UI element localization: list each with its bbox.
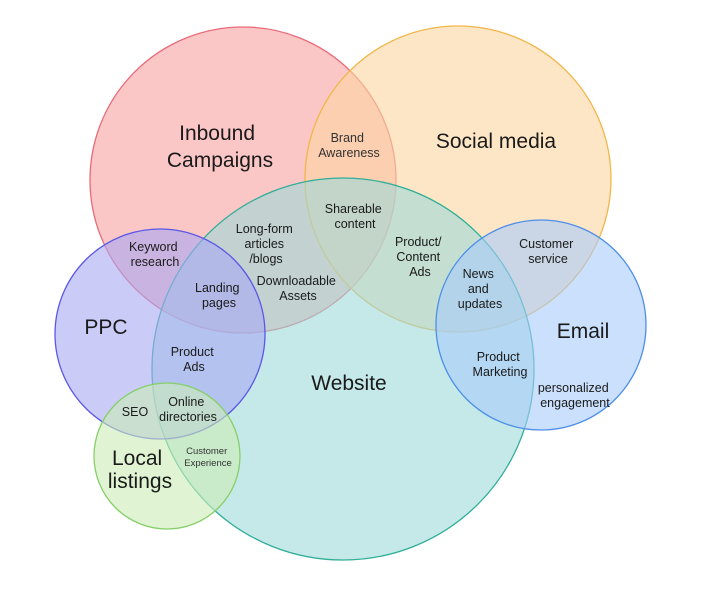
product-marketing-label: Product Marketing	[473, 350, 528, 379]
brand-awareness-label: Brand Awareness	[318, 131, 380, 160]
long-form-articles-label: Long-form articles /blogs	[236, 222, 296, 266]
news-and-updates-label: News and updates	[458, 267, 502, 311]
inbound-campaigns-label: Inbound Campaigns	[167, 122, 273, 172]
local-listings-label: Local listings	[108, 447, 172, 493]
online-directories-label: Online directories	[159, 395, 217, 424]
email-label: Email	[557, 320, 610, 343]
ppc-label: PPC	[84, 316, 127, 339]
personalized-engagement-label: personalized engagement	[538, 381, 612, 410]
local-listings-circle	[93, 382, 241, 530]
social-media-label: Social media	[436, 130, 557, 153]
circles	[54, 25, 647, 561]
keyword-research-label: Keyword research	[129, 240, 181, 269]
downloadable-assets-label: Downloadable Assets	[257, 274, 340, 303]
product-ads-label: Product Ads	[171, 345, 218, 374]
product-content-ads-label: Product/ Content Ads	[395, 235, 445, 279]
shareable-content-label: Shareable content	[325, 202, 385, 231]
seo-label: SEO	[122, 405, 149, 419]
email-circle	[435, 219, 647, 431]
customer-experience-label: Customer Experience	[184, 446, 232, 469]
website-label: Website	[311, 372, 386, 395]
landing-pages-label: Landing pages	[195, 281, 243, 310]
customer-service-label: Customer service	[519, 237, 577, 266]
